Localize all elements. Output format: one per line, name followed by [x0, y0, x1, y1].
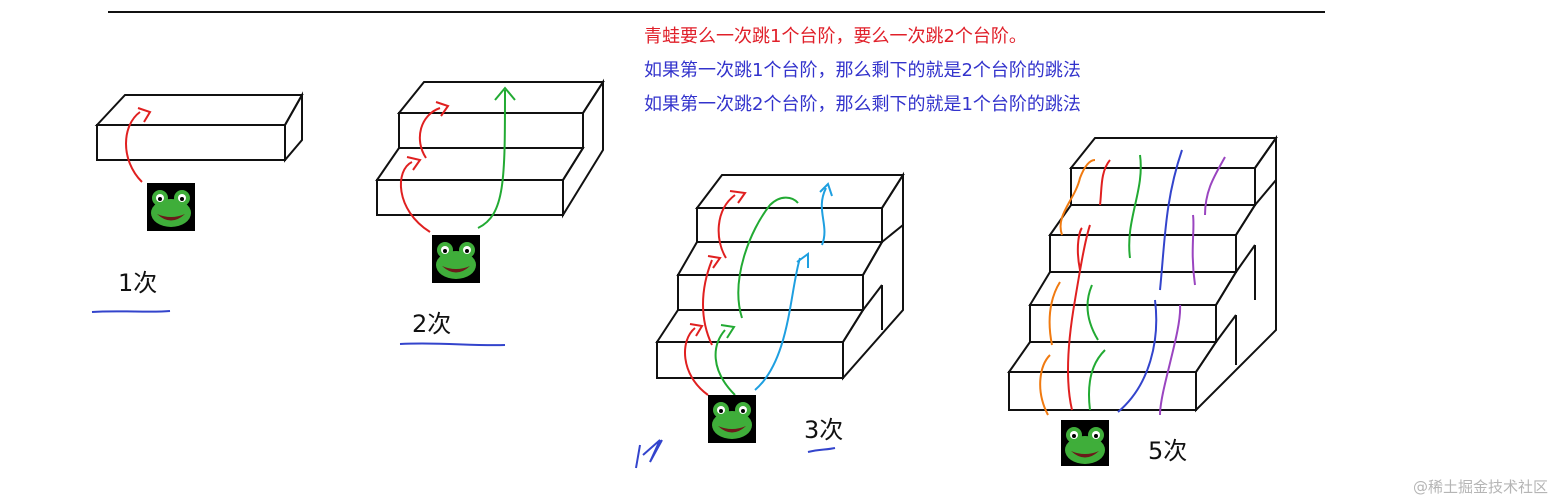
- paths-blue: [1117, 149, 1183, 413]
- note-first-jump-1: 如果第一次跳1个台阶，那么剩下的就是2个台阶的跳法: [644, 60, 1081, 81]
- paths-orange: [1039, 159, 1096, 416]
- arrow-head-red: [137, 107, 152, 123]
- paths-red: [1067, 159, 1111, 411]
- paths-purple: [1159, 156, 1226, 416]
- paths-green: [1086, 154, 1142, 411]
- path-green-heads: [720, 324, 736, 339]
- staircase-2: [375, 78, 605, 219]
- path-red-1-heads: [689, 190, 747, 337]
- arrow-head-red-a: [406, 156, 422, 171]
- count-label-1: 1次: [118, 269, 158, 297]
- underline-1: [91, 310, 171, 313]
- frog-icon: [432, 235, 480, 283]
- jump-arrow-red-a: [400, 161, 431, 233]
- count-label-2: 2次: [412, 310, 452, 338]
- jump-arrow-green: [477, 89, 506, 229]
- path-cyan: [754, 187, 827, 391]
- path-red-1: [684, 194, 736, 396]
- count-label-3: 3次: [804, 416, 844, 444]
- underline-3: [807, 447, 836, 453]
- path-green: [714, 196, 799, 396]
- watermark: @稀土掘金技术社区: [1412, 478, 1548, 496]
- arrow-head-green: [494, 86, 516, 101]
- count-label-4: 5次: [1148, 437, 1188, 465]
- frog-icon: [147, 183, 195, 231]
- jump-arrow-red-b: [418, 107, 441, 159]
- note-first-jump-2: 如果第一次跳2个台阶，那么剩下的就是1个台阶的跳法: [644, 94, 1081, 115]
- staircase-1: [94, 91, 304, 163]
- frog-icon: [1061, 420, 1109, 466]
- staircase-4: [1007, 134, 1278, 413]
- frog-icon: [708, 395, 756, 443]
- arrow-head-red-b: [435, 101, 450, 117]
- note-rule: 青蛙要么一次跳1个台阶，要么一次跳2个台阶。: [644, 26, 1027, 47]
- scribble-mark: [635, 439, 663, 469]
- path-cyan-heads: [796, 182, 833, 268]
- jump-arrow-red: [125, 111, 143, 183]
- underline-2: [399, 342, 506, 347]
- staircase-3: [655, 171, 905, 381]
